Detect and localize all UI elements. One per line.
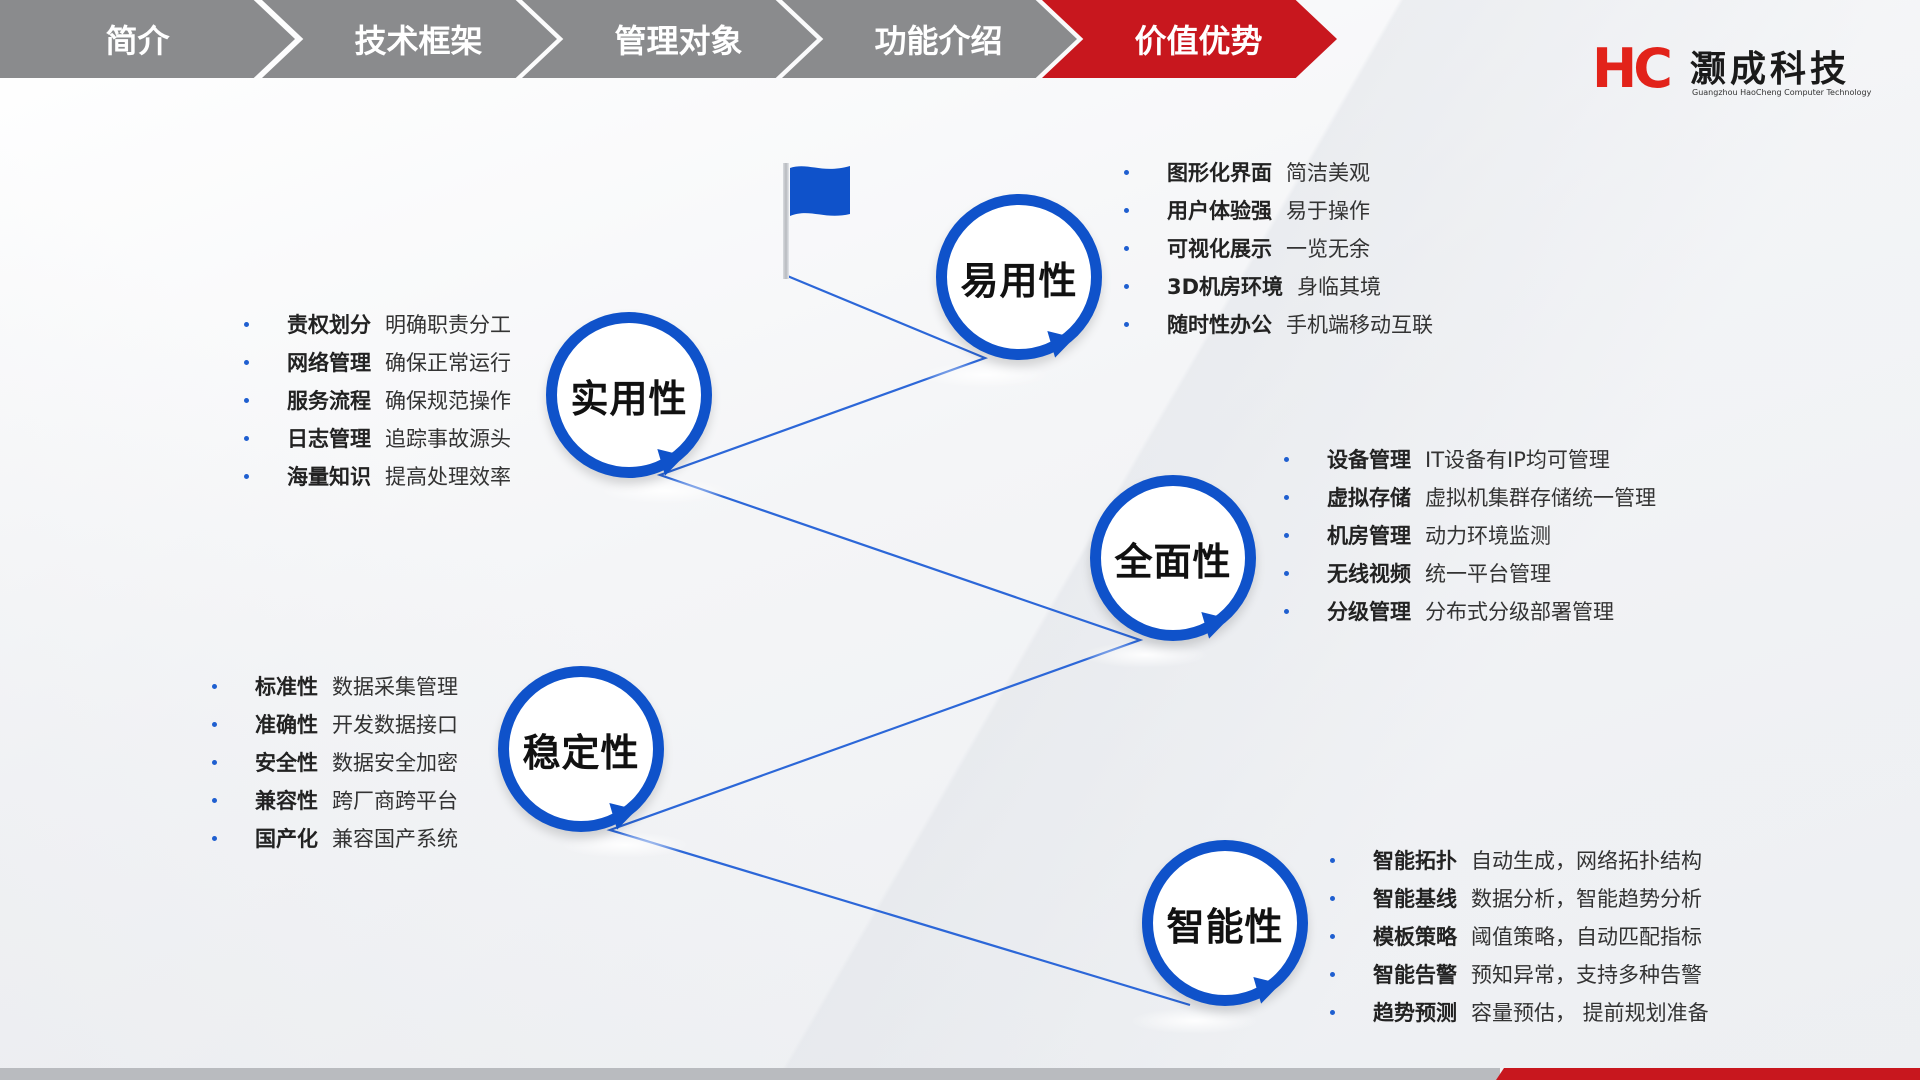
pin-label: 全面性 <box>1114 539 1232 584</box>
pin-label: 实用性 <box>570 376 688 421</box>
list-item: 无线视频统一平台管理 <box>1284 554 1656 592</box>
list-item: 可视化展示一览无余 <box>1124 229 1433 267</box>
list-item: 准确性开发数据接口 <box>212 705 458 743</box>
top-nav: 简介 技术框架 管理对象 功能介绍 价值优势 <box>0 0 1340 78</box>
list-item: 智能拓扑自动生成，网络拓扑结构 <box>1330 841 1709 879</box>
pin-label: 智能性 <box>1166 904 1284 949</box>
nav-item-managed-objects[interactable]: 管理对象 <box>522 0 817 78</box>
list-item: 模板策略阈值策略，自动匹配指标 <box>1330 917 1709 955</box>
list-item: 用户体验强易于操作 <box>1124 191 1433 229</box>
logo-subtitle: Guangzhou HaoCheng Computer Technology <box>1692 88 1872 97</box>
nav-item-intro[interactable]: 简介 <box>0 0 295 78</box>
pin-shadow <box>1080 642 1210 668</box>
nav-item-tech-framework[interactable]: 技术框架 <box>262 0 557 78</box>
list-item: 网络管理确保正常运行 <box>244 343 511 381</box>
pin-practicality: 实用性 <box>546 312 712 480</box>
list-item: 智能基线数据分析，智能趋势分析 <box>1330 879 1709 917</box>
logo-name: 灏成科技 <box>1690 49 1851 90</box>
list-item: 3D机房环境身临其境 <box>1124 267 1433 305</box>
list-item: 海量知识提高处理效率 <box>244 457 511 495</box>
list-item: 智能告警预知异常，支持多种告警 <box>1330 955 1709 993</box>
flag-icon <box>790 166 850 216</box>
pin-shadow <box>600 478 730 504</box>
logo-mark: HC <box>1592 37 1673 100</box>
pin-intelligence: 智能性 <box>1142 840 1308 1008</box>
list-item: 国产化兼容国产系统 <box>212 819 458 857</box>
bottom-bar-red <box>1496 1068 1920 1080</box>
pin-stability: 稳定性 <box>498 666 664 834</box>
list-item: 虚拟存储虚拟机集群存储统一管理 <box>1284 478 1656 516</box>
pin-label: 易用性 <box>960 258 1078 303</box>
nav-item-features[interactable]: 功能介绍 <box>782 0 1077 78</box>
pin-shadow <box>560 832 690 858</box>
feature-list-ease-of-use: 图形化界面简洁美观 用户体验强易于操作 可视化展示一览无余 3D机房环境身临其境… <box>1124 153 1433 343</box>
list-item: 标准性数据采集管理 <box>212 667 458 705</box>
feature-list-stability: 标准性数据采集管理 准确性开发数据接口 安全性数据安全加密 兼容性跨厂商跨平台 … <box>212 667 458 857</box>
flag-pole <box>783 163 789 279</box>
list-item: 随时性办公手机端移动互联 <box>1124 305 1433 343</box>
list-item: 责权划分明确职责分工 <box>244 305 511 343</box>
list-item: 安全性数据安全加密 <box>212 743 458 781</box>
list-item: 趋势预测容量预估， 提前规划准备 <box>1330 993 1709 1031</box>
path-line <box>606 273 1191 1007</box>
list-item: 图形化界面简洁美观 <box>1124 153 1433 191</box>
pin-shadow <box>1130 1008 1260 1034</box>
pin-label: 稳定性 <box>522 730 640 775</box>
feature-list-practicality: 责权划分明确职责分工 网络管理确保正常运行 服务流程确保规范操作 日志管理追踪事… <box>244 305 511 495</box>
nav-item-value-advantages[interactable]: 价值优势 <box>1042 0 1337 78</box>
feature-list-intelligence: 智能拓扑自动生成，网络拓扑结构 智能基线数据分析，智能趋势分析 模板策略阈值策略… <box>1330 841 1709 1031</box>
list-item: 日志管理追踪事故源头 <box>244 419 511 457</box>
list-item: 服务流程确保规范操作 <box>244 381 511 419</box>
list-item: 机房管理动力环境监测 <box>1284 516 1656 554</box>
bottom-bar-gray <box>0 1068 1500 1080</box>
pin-ease-of-use: 易用性 <box>936 194 1102 362</box>
list-item: 分级管理分布式分级部署管理 <box>1284 592 1656 630</box>
pin-shadow <box>920 362 1050 388</box>
pin-comprehensiveness: 全面性 <box>1090 475 1256 643</box>
company-logo: HC 灏成科技 Guangzhou HaoCheng Computer Tech… <box>1592 36 1872 106</box>
list-item: 兼容性跨厂商跨平台 <box>212 781 458 819</box>
